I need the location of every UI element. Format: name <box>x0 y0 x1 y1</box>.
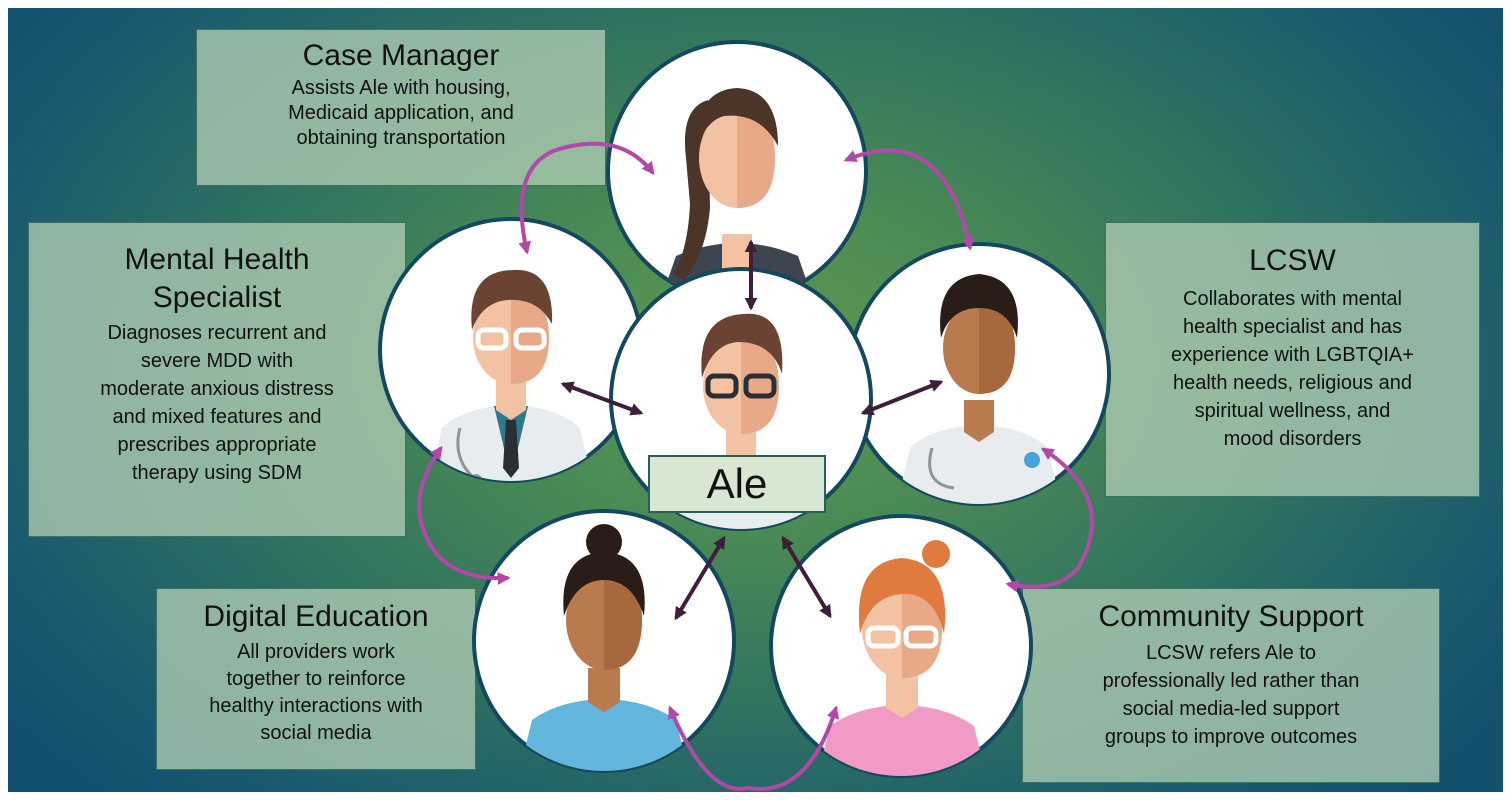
community-support-title: Community Support <box>1098 600 1364 633</box>
connector-mhs-case-manager <box>518 141 655 255</box>
desc-line: Collaborates with mental <box>1183 288 1402 310</box>
case-manager-title: Case Manager <box>302 39 500 72</box>
digital-education-description: All providers work together to reinforce… <box>157 639 475 747</box>
desc-line: Assists Ale with housing, <box>291 77 511 99</box>
woman-avatar-icon <box>518 524 690 771</box>
desc-line: mood disorders <box>1223 428 1362 450</box>
digital-education-circle <box>472 509 736 773</box>
desc-line: moderate anxious distress <box>100 378 334 400</box>
mental-health-specialist-title: Mental Health Specialist <box>29 241 405 317</box>
connector-mhs-ale <box>560 381 644 416</box>
desc-line: and mixed features and <box>112 406 322 428</box>
desc-line: Diagnoses recurrent and <box>107 322 327 344</box>
ale-label: Ale <box>648 455 826 513</box>
case-manager-box: Case Manager Assists Ale with housing, M… <box>196 29 606 186</box>
desc-line: All providers work <box>237 641 395 663</box>
connector-mhs-digital <box>417 445 511 585</box>
digital-education-title: Digital Education <box>203 600 429 633</box>
mental-health-specialist-description: Diagnoses recurrent and severe MDD with … <box>29 319 405 487</box>
desc-line: groups to improve outcomes <box>1104 726 1358 748</box>
community-support-description: LCSW refers Ale to professionally led ra… <box>1023 639 1439 751</box>
desc-line: prescribes appropriate <box>117 434 317 456</box>
desc-line: health specialist and has <box>1182 316 1403 338</box>
diagram-canvas: Case Manager Assists Ale with housing, M… <box>8 8 1503 792</box>
connector-lcsw-ale <box>860 379 944 416</box>
outer-connectors <box>417 141 1094 791</box>
care-team-diagram <box>378 40 1111 791</box>
connector-lcsw-community <box>1005 447 1094 593</box>
title-line: Mental Health <box>124 243 310 276</box>
desc-line: therapy using SDM <box>131 462 303 484</box>
lcsw-box: LCSW Collaborates with mental health spe… <box>1105 222 1480 497</box>
desc-line: spiritual wellness, and <box>1194 400 1391 422</box>
desc-line: LCSW refers Ale to <box>1145 642 1317 664</box>
desc-line: severe MDD with <box>140 350 294 372</box>
lcsw-title: LCSW <box>1249 244 1336 277</box>
community-support-circle <box>769 514 1033 778</box>
connector-case-manager-lcsw <box>843 148 975 251</box>
desc-line: professionally led rather than <box>1102 670 1360 692</box>
lcsw-description: Collaborates with mental health speciali… <box>1106 285 1479 453</box>
case-manager-description: Assists Ale with housing, Medicaid appli… <box>197 76 605 151</box>
connector-digital-community <box>668 705 840 791</box>
desc-line: social media <box>260 722 372 744</box>
central-connectors <box>560 239 944 621</box>
desc-line: healthy interactions with <box>209 695 423 717</box>
desc-line: experience with LGBTQIA+ <box>1171 344 1414 366</box>
desc-line: together to reinforce <box>226 668 406 690</box>
connector-digital-ale <box>674 535 726 621</box>
desc-line: social media-led support <box>1122 698 1340 720</box>
woman-with-glasses-avatar-icon <box>816 540 988 776</box>
mental-health-specialist-circle <box>378 217 644 483</box>
digital-education-box: Digital Education All providers work tog… <box>156 588 476 770</box>
connector-community-ale <box>781 535 832 619</box>
desc-line: obtaining transportation <box>296 127 506 149</box>
mental-health-specialist-box: Mental Health Specialist Diagnoses recur… <box>28 222 406 537</box>
desc-line: health needs, religious and <box>1172 372 1413 394</box>
community-support-box: Community Support LCSW refers Ale to pro… <box>1022 588 1440 783</box>
case-manager-circle <box>606 40 868 302</box>
title-line: Specialist <box>152 281 282 314</box>
desc-line: Medicaid application, and <box>288 102 514 124</box>
